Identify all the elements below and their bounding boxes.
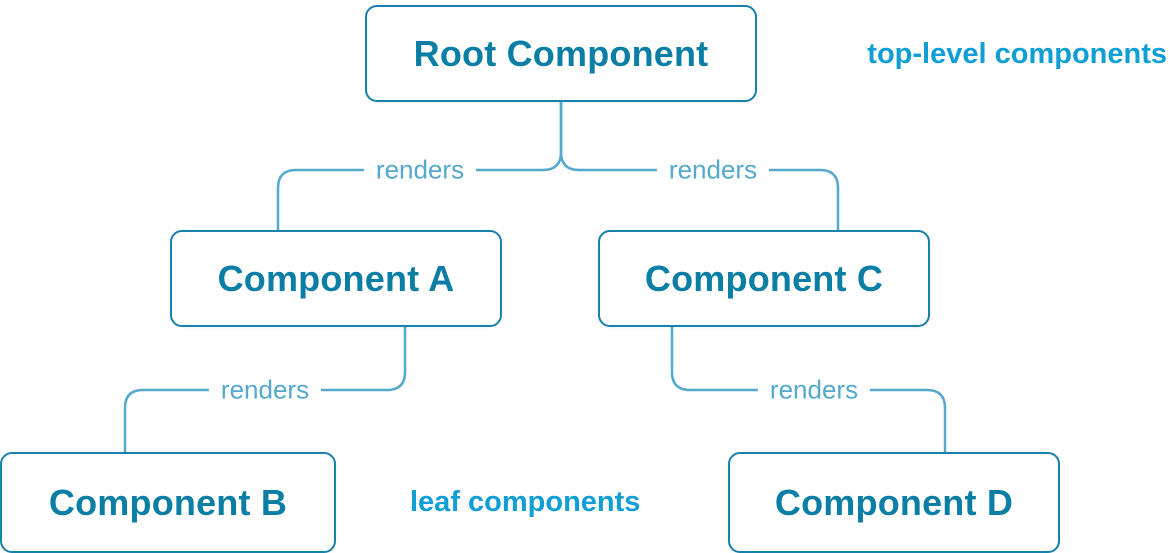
node-component-c-label: Component C — [644, 257, 884, 299]
node-component-d: Component D — [728, 452, 1060, 553]
annotation-leaf-components: leaf components — [410, 486, 641, 518]
node-component-b-label: Component B — [48, 481, 288, 523]
node-component-a: Component A — [170, 230, 502, 327]
node-component-d-label: Component D — [774, 481, 1014, 523]
edge-label-root-to-c: renders — [656, 152, 770, 188]
edge-label-c-to-d: renders — [757, 372, 871, 408]
node-component-b: Component B — [0, 452, 336, 553]
node-component-c: Component C — [598, 230, 930, 327]
node-root-component-label: Root Component — [413, 32, 709, 74]
node-component-a-label: Component A — [217, 257, 455, 299]
annotation-top-level-components: top-level components — [867, 38, 1167, 70]
edge-label-root-to-a: renders — [363, 152, 477, 188]
edge-label-a-to-b: renders — [208, 372, 322, 408]
node-root-component: Root Component — [365, 5, 757, 102]
